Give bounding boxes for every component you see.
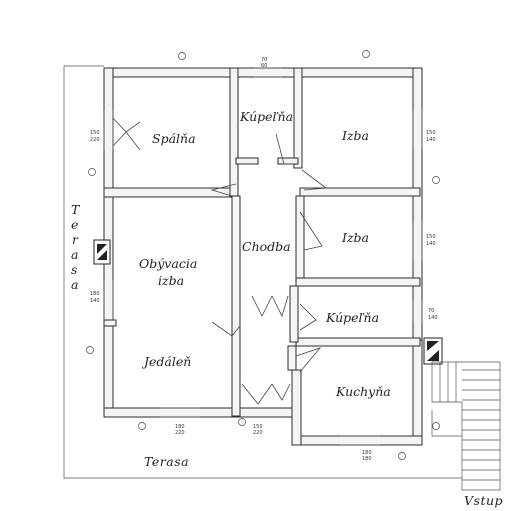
room-label-kupelna-mid: Kúpeľňa: [325, 310, 379, 325]
vstup-label: Vstup: [464, 493, 503, 508]
room-label-izba-mid: Izba: [341, 230, 369, 245]
room-label-kupelna-top: Kúpeľňa: [239, 109, 293, 124]
dim-izba-top-top: 150: [426, 130, 436, 136]
interior-walls: [103, 67, 421, 417]
dim-entrance-bottom: 220: [253, 430, 263, 436]
dim-spalna-bottom: 220: [90, 137, 100, 143]
stove-left-fill-icon: [97, 244, 107, 254]
windows: [103, 67, 423, 446]
room-label-chodba: Chodba: [242, 239, 291, 254]
terasa-left-label: T e r a s a: [71, 202, 81, 292]
terrace-outline: [63, 65, 462, 479]
terasa-left-letter: a: [71, 247, 79, 262]
room-label-obyvacia-line1: Obývacia: [139, 256, 197, 271]
dim-obyvacia-top: 180: [90, 291, 100, 297]
dim-kupelna-top-bottom: 60: [261, 63, 267, 69]
stove-left-icon: [93, 239, 111, 265]
terasa-left-letter: e: [71, 217, 79, 232]
dim-entrance-top: 150: [253, 424, 263, 430]
dim-kupelna-mid-bottom: 140: [428, 315, 438, 321]
dim-kuchyna-bottom: 180: [362, 456, 372, 462]
room-label-izba-top: Izba: [341, 128, 369, 143]
dim-izba-mid-top: 150: [426, 234, 436, 240]
dim-kupelna-top-top: 70: [261, 57, 267, 63]
dim-kuchyna-top: 180: [362, 450, 372, 456]
dim-spalna-top: 150: [90, 130, 100, 136]
dim-izba-top-bottom: 140: [426, 137, 436, 143]
terasa-left-letter: s: [71, 262, 78, 277]
terasa-left-letter: a: [71, 277, 79, 292]
room-label-kuchyna: Kuchyňa: [335, 384, 391, 399]
room-label-obyvacia-line2: izba: [158, 273, 184, 288]
entrance-stairs: [431, 361, 501, 491]
terasa-left-letter: T: [71, 202, 81, 217]
grid-markers: [86, 50, 440, 460]
dim-obyvacia-bottom: 140: [90, 298, 100, 304]
stove-markers: [93, 239, 443, 365]
doors: [112, 117, 328, 405]
dim-izba-mid-bottom: 140: [426, 241, 436, 247]
dim-jedalen-bottom: 220: [175, 430, 185, 436]
room-label-spalna: Spálňa: [152, 131, 196, 146]
terasa-left-letter: r: [72, 232, 79, 247]
room-label-jedalen: Jedáleň: [141, 354, 191, 369]
terasa-bottom-label: Terasa: [144, 454, 189, 469]
dim-jedalen-top: 180: [175, 424, 185, 430]
dim-kupelna-mid-top: 70: [428, 308, 434, 314]
